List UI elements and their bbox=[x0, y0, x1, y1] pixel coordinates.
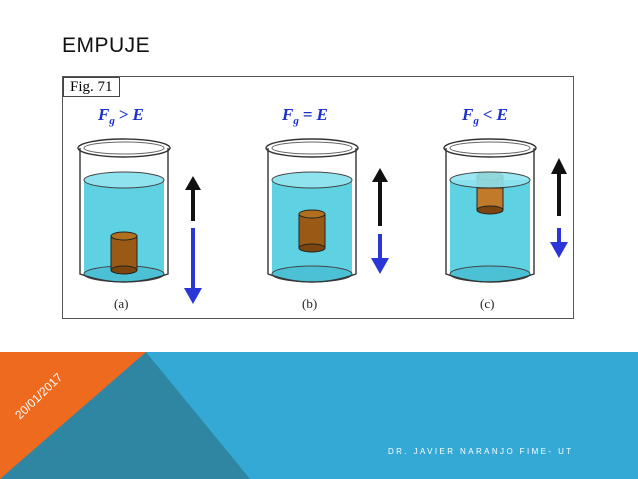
panel-b-caption: (b) bbox=[302, 296, 317, 311]
panel-a-object bbox=[110, 235, 138, 271]
slide-title: EMPUJE bbox=[62, 34, 151, 57]
panel-c-formula: Fg<E bbox=[461, 105, 508, 127]
panel-c-water-surface bbox=[449, 171, 531, 189]
panel-a-formula: Fg>E bbox=[97, 105, 144, 127]
panel-c: Fg<E (c) bbox=[443, 105, 568, 311]
panel-b: Fg=E (b) bbox=[265, 105, 389, 311]
panel-b-beaker bbox=[267, 148, 357, 283]
panel-c-caption: (c) bbox=[480, 296, 494, 311]
panel-a-beaker bbox=[79, 148, 169, 283]
author-label: DR. JAVIER NARANJO FIME- UT bbox=[388, 447, 574, 456]
buoyancy-diagram: Fg>E (a) Fg=E (b) bbox=[77, 105, 568, 311]
panel-c-beaker bbox=[445, 148, 535, 283]
footer-band bbox=[0, 352, 638, 479]
panel-a-caption: (a) bbox=[114, 296, 128, 311]
panel-a: Fg>E (a) bbox=[77, 105, 202, 311]
figure-label: Fig. 71 bbox=[63, 77, 120, 97]
panel-b-object bbox=[298, 213, 326, 249]
footer-orange-triangle bbox=[0, 352, 146, 479]
panel-b-formula: Fg=E bbox=[281, 105, 328, 127]
panel-a-water-surface bbox=[83, 171, 165, 189]
